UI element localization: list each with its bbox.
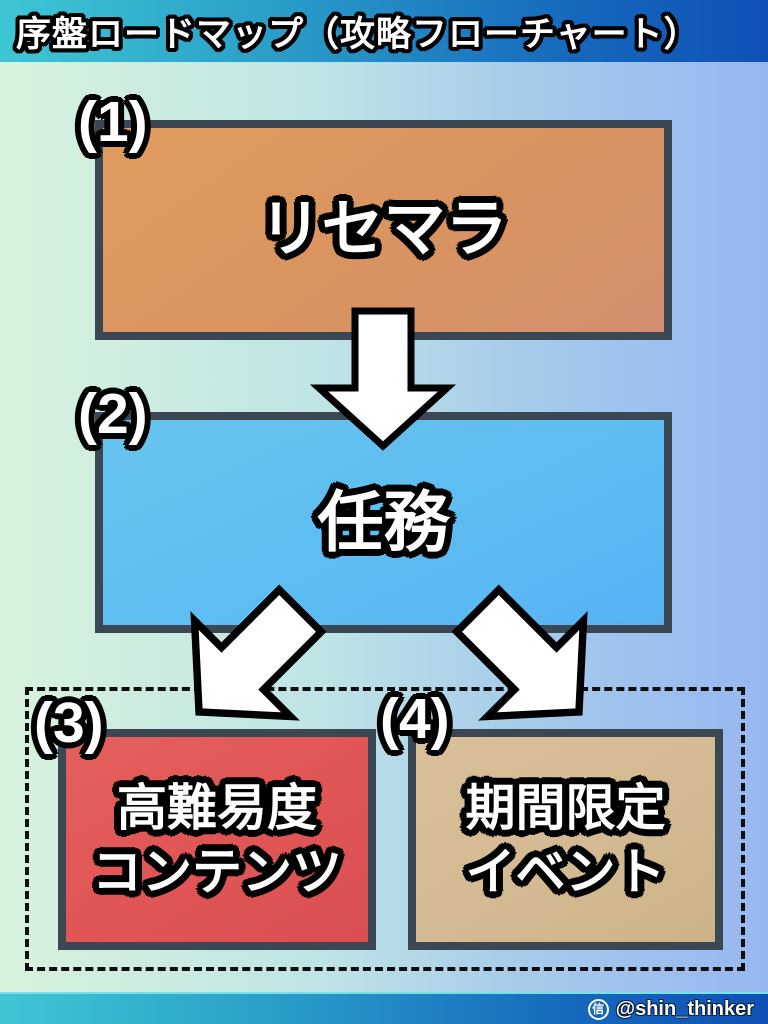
page-title: 序盤ロードマップ（攻略フローチャート） xyxy=(16,14,700,54)
flow-node-limited-event: 期間限定 イベント xyxy=(408,729,723,950)
flow-node-limited-event-line2: イベント xyxy=(465,843,666,900)
title-bar: 序盤ロードマップ（攻略フローチャート） xyxy=(0,0,768,62)
flow-node-reroll-text: リセマラ xyxy=(259,195,508,265)
flow-node-limited-event-line1: 期間限定 xyxy=(465,779,666,836)
node-3-number-label: (3) xyxy=(34,691,104,755)
flow-node-high-difficulty-line1: 高難易度 xyxy=(117,779,317,836)
dashed-group-container xyxy=(25,687,745,971)
node-1-number-label: (1) xyxy=(78,90,148,154)
author-handle: @shin_thinker xyxy=(615,997,754,1020)
flow-node-missions: 任務 xyxy=(95,412,672,633)
author-badge-icon: 信 xyxy=(587,998,609,1020)
footer-bar: 信 @shin_thinker xyxy=(0,992,768,1024)
node-2-number-label: (2) xyxy=(78,382,148,446)
node-4-number-label: (4) xyxy=(380,687,450,751)
flow-node-high-difficulty-line2: コンテンツ xyxy=(92,843,342,900)
flow-node-high-difficulty: 高難易度 コンテンツ xyxy=(58,729,376,950)
flow-node-missions-text: 任務 xyxy=(317,485,450,560)
flow-node-reroll: リセマラ xyxy=(95,120,672,340)
